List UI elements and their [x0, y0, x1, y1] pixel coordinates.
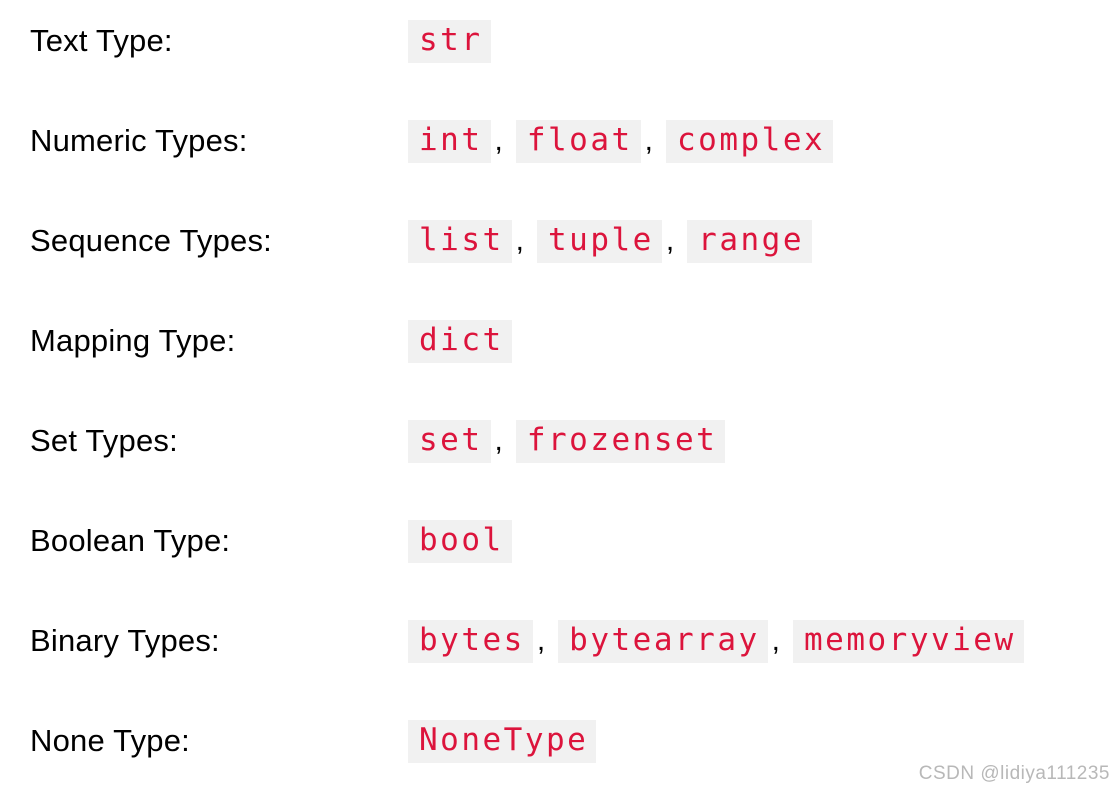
type-category-label: Text Type: [30, 23, 173, 58]
type-codespan: set [408, 419, 491, 463]
type-values: list,tuple,range [408, 219, 812, 263]
comma-separator: , [536, 624, 546, 657]
type-category-label: Binary Types: [30, 623, 220, 658]
comma-separator: , [494, 424, 503, 457]
type-values: dict [408, 319, 512, 363]
comma-separator: , [665, 224, 675, 257]
type-values: set, frozenset [408, 419, 726, 463]
type-values: str [408, 19, 491, 63]
type-values: bool [408, 519, 512, 563]
type-category-label: Boolean Type: [30, 523, 231, 558]
type-codespan: complex [666, 119, 834, 163]
type-row: Sequence Types:list,tuple,range [0, 191, 1117, 291]
comma-separator: , [771, 624, 780, 657]
type-codespan: bytes [408, 619, 533, 663]
type-codespan: str [408, 19, 491, 63]
type-category-label: Mapping Type: [30, 323, 236, 358]
type-row: Text Type: str [0, 0, 1117, 91]
type-values: bytes,bytearray,memoryview [408, 619, 1024, 663]
type-category-label: Sequence Types: [30, 223, 272, 258]
comma-separator: , [494, 124, 503, 157]
comma-separator: , [644, 124, 654, 157]
type-row: None Type: NoneType [0, 691, 1117, 791]
type-row: Boolean Type: bool [0, 491, 1117, 591]
watermark: CSDN @lidiya111235 [918, 763, 1110, 784]
type-codespan: tuple [537, 219, 662, 263]
type-codespan: list [408, 219, 512, 263]
type-codespan: memoryview [793, 619, 1024, 663]
type-values: int,float,complex [408, 119, 834, 163]
type-row: Set Types: set, frozenset [0, 391, 1117, 491]
type-row: Binary Types:bytes,bytearray,memoryview [0, 591, 1117, 691]
type-row: Mapping Type: dict [0, 291, 1117, 391]
type-codespan: frozenset [515, 419, 726, 463]
type-values: NoneType [408, 719, 597, 763]
type-row: Numeric Types:int,float,complex [0, 91, 1117, 191]
type-codespan: range [687, 219, 812, 263]
type-codespan: int [408, 119, 491, 163]
type-category-label: Numeric Types: [30, 123, 248, 158]
type-codespan: bytearray [558, 619, 768, 663]
type-codespan: float [515, 119, 641, 163]
type-codespan: bool [408, 519, 512, 563]
type-codespan: NoneType [408, 719, 597, 763]
type-category-label: Set Types: [30, 423, 178, 458]
type-category-label: None Type: [30, 723, 190, 758]
type-codespan: dict [408, 319, 512, 363]
comma-separator: , [515, 224, 524, 257]
